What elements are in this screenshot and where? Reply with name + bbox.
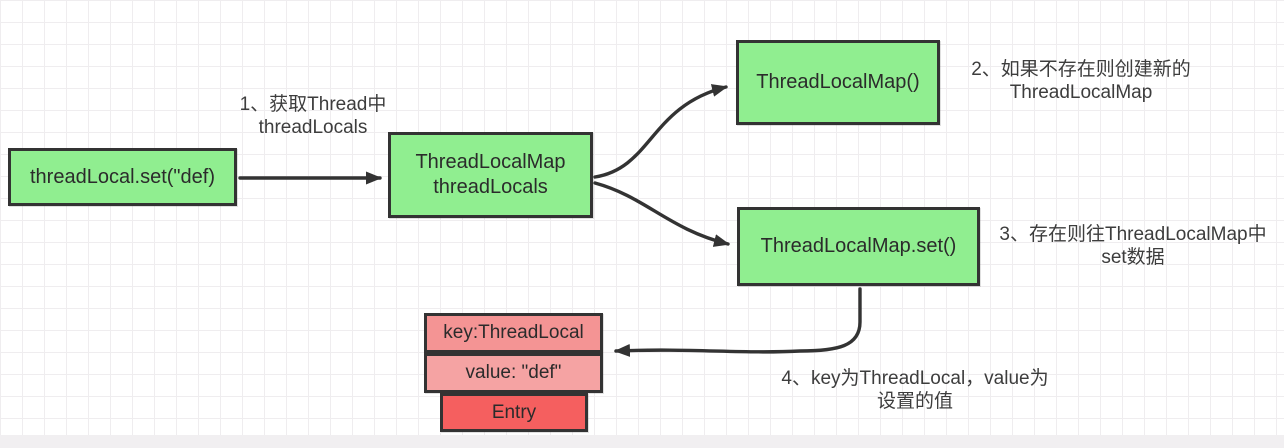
annotation-step3: 3、存在则往ThreadLocalMap中 set数据: [983, 223, 1283, 269]
bottom-strip: [0, 435, 1284, 448]
node-new-threadlocalmap-label: ThreadLocalMap(): [756, 71, 920, 93]
node-threadlocalmap-set-label: ThreadLocalMap.set(): [760, 235, 957, 257]
node-entry-label: Entry: [491, 401, 537, 423]
annotation-step1-line1: 1、获取Thread中: [239, 94, 387, 115]
annotation-step2-line2: ThreadLocalMap: [1009, 82, 1153, 104]
annotation-step4-line1: 4、key为ThreadLocal，value为: [781, 368, 1049, 389]
node-entry-value: value: "def": [424, 353, 603, 393]
node-new-threadlocalmap: ThreadLocalMap(): [736, 40, 940, 125]
annotation-step2: 2、如果不存在则创建新的 ThreadLocalMap: [946, 58, 1216, 104]
annotation-step2-line1: 2、如果不存在则创建新的: [971, 59, 1191, 80]
node-entry-key: key:ThreadLocal: [424, 313, 603, 353]
arrow-map-to-newmap: [593, 84, 728, 179]
node-entry-key-label: key:ThreadLocal: [443, 322, 584, 344]
arrow-map-to-mapset: [593, 181, 730, 247]
node-entry: Entry: [440, 393, 588, 432]
annotation-step1-line2: threadLocals: [258, 117, 368, 139]
node-threadlocal-set-label: threadLocal.set("def): [30, 165, 215, 188]
annotation-step3-line1: 3、存在则往ThreadLocalMap中: [999, 224, 1267, 245]
annotation-step4: 4、key为ThreadLocal，value为 设置的值: [752, 367, 1078, 413]
annotation-step1: 1、获取Thread中 threadLocals: [222, 93, 404, 139]
node-threadlocalmap-line1: ThreadLocalMap: [415, 151, 566, 173]
annotation-step4-line2: 设置的值: [876, 391, 953, 413]
node-threadlocalmap-line2: threadLocals: [433, 176, 548, 198]
annotation-step3-line2: set数据: [1101, 247, 1165, 269]
node-threadlocalmap-threadlocals: ThreadLocalMap threadLocals: [388, 132, 593, 218]
node-threadlocal-set: threadLocal.set("def): [8, 148, 237, 206]
arrow-mapset-to-entry: [614, 287, 862, 357]
node-entry-value-label: value: "def": [465, 362, 562, 384]
node-threadlocalmap-set: ThreadLocalMap.set(): [737, 207, 980, 286]
